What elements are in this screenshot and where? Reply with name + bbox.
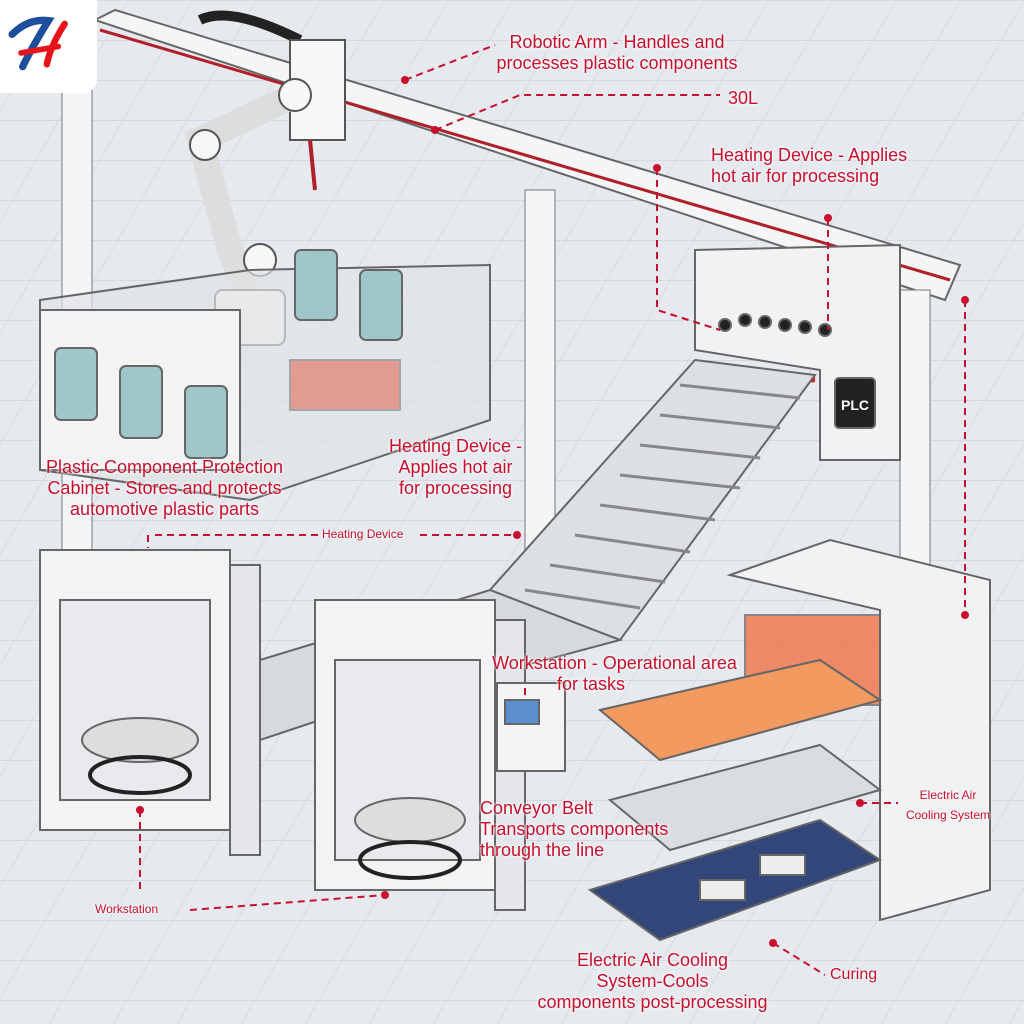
company-logo <box>0 0 97 93</box>
workstation-center <box>314 599 566 911</box>
curing-oven <box>587 538 991 942</box>
workstation-small-label: Workstation <box>95 902 159 916</box>
capacity-label: 30L <box>728 88 759 108</box>
protection-cabinet <box>39 249 491 502</box>
heating-device <box>694 243 901 461</box>
plc-label: PLC <box>841 397 869 413</box>
heating-device-small-label: Heating Device <box>322 527 404 541</box>
logo-h-icon <box>8 16 68 71</box>
leader-lines <box>139 44 966 976</box>
workstation-left <box>39 549 261 856</box>
curing-label: Curing <box>830 966 878 983</box>
